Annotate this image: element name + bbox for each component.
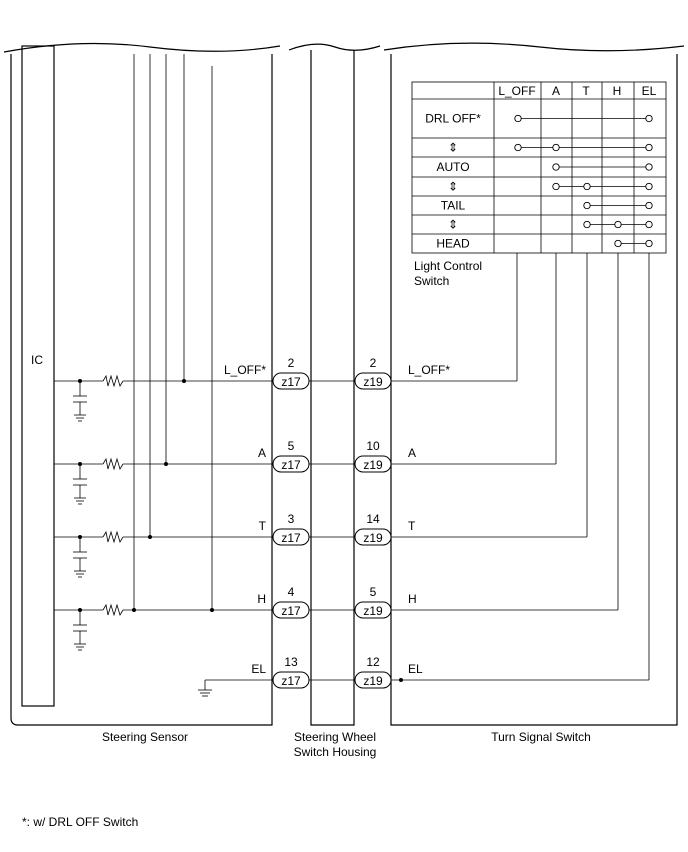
pin-number: 5 xyxy=(370,585,377,599)
signal-label-sensor: T xyxy=(259,519,267,533)
signal-label-switch: H xyxy=(408,592,417,606)
connector-label: z17 xyxy=(281,531,301,545)
light-control-switch-table: L_OFF A T H EL DRL OFF* ⇕ AUTO ⇕ TAIL ⇕ HEAD xyxy=(411,81,667,254)
resistor xyxy=(102,530,124,544)
signal-label-switch: T xyxy=(408,519,416,533)
connector-label: z17 xyxy=(281,375,301,389)
signal-label-switch: A xyxy=(408,446,416,460)
junction-dot xyxy=(148,535,152,539)
housing-label-line1: Steering Wheel xyxy=(294,730,376,744)
switch-contact xyxy=(645,201,653,210)
steering-sensor-label: Steering Sensor xyxy=(102,730,188,744)
table-column-header: L_OFF xyxy=(498,84,535,98)
connector-label: z19 xyxy=(363,674,383,688)
junction-dot xyxy=(399,678,403,682)
resistor xyxy=(102,457,124,471)
switch-contact xyxy=(645,239,653,248)
switch-contact xyxy=(583,220,591,229)
pin-number: 2 xyxy=(370,356,377,370)
bus-lines xyxy=(133,54,213,610)
turn-signal-switch-label: Turn Signal Switch xyxy=(491,730,591,744)
switch-contact xyxy=(614,239,622,248)
pin-number: 14 xyxy=(366,512,380,526)
light-control-label-line1: Light Control xyxy=(414,259,482,273)
switch-contact xyxy=(645,220,653,229)
signal-label-sensor: H xyxy=(257,592,266,606)
table-column-header: EL xyxy=(642,84,657,98)
connector-label: z17 xyxy=(281,604,301,618)
table-row-label: TAIL xyxy=(441,199,466,213)
switch-contact xyxy=(645,143,653,152)
switch-contact xyxy=(514,143,522,152)
switch-contact xyxy=(552,163,560,171)
switch-contact xyxy=(645,182,653,191)
housing-label-line2: Switch Housing xyxy=(294,745,377,759)
table-column-header: T xyxy=(582,84,590,98)
switch-contact xyxy=(614,220,622,229)
signal-label-sensor: EL xyxy=(251,662,266,676)
switch-contact xyxy=(583,201,591,210)
pin-number: 13 xyxy=(284,655,298,669)
table-row-label: DRL OFF* xyxy=(425,112,481,126)
pin-number: 4 xyxy=(288,585,295,599)
connector-label: z17 xyxy=(281,458,301,472)
signal-label-switch: EL xyxy=(408,662,423,676)
signal-label-switch: L_OFF* xyxy=(408,363,450,377)
table-row-label: AUTO xyxy=(436,160,469,174)
switch-contact xyxy=(552,182,560,191)
junction-dot xyxy=(164,462,168,466)
connector-label: z19 xyxy=(363,531,383,545)
ic-block xyxy=(21,45,55,707)
pin-number: 2 xyxy=(288,356,295,370)
signal-label-sensor: L_OFF* xyxy=(224,363,266,377)
connector-label: z19 xyxy=(363,458,383,472)
switch-contact xyxy=(583,182,591,191)
table-row-label: ⇕ xyxy=(448,180,458,194)
ic-label: IC xyxy=(31,353,43,367)
connector-label: z19 xyxy=(363,604,383,618)
switch-contact xyxy=(645,114,653,123)
pin-number: 12 xyxy=(366,655,380,669)
switch-contact xyxy=(552,143,560,152)
light-control-label-line2: Switch xyxy=(414,274,449,288)
resistor xyxy=(102,374,124,388)
connector-label: z19 xyxy=(363,375,383,389)
table-column-header: A xyxy=(552,84,560,98)
junction-dot xyxy=(182,379,186,383)
signal-label-sensor: A xyxy=(258,446,266,460)
connector-label: z17 xyxy=(281,674,301,688)
junction-dot xyxy=(132,608,136,612)
table-row-label: HEAD xyxy=(436,237,470,251)
table-row-label: ⇕ xyxy=(448,141,458,155)
junction-dot xyxy=(210,608,214,612)
switch-housing-box xyxy=(288,43,381,726)
switch-contact xyxy=(514,114,522,123)
pin-number: 10 xyxy=(366,439,380,453)
switch-contact xyxy=(645,163,653,171)
steering-sensor-box xyxy=(3,42,281,726)
table-column-header: H xyxy=(613,84,622,98)
table-border xyxy=(411,81,667,254)
resistor xyxy=(102,603,124,617)
pin-number: 5 xyxy=(288,439,295,453)
footnote: *: w/ DRL OFF Switch xyxy=(22,815,138,829)
pin-number: 3 xyxy=(288,512,295,526)
table-row-label: ⇕ xyxy=(448,218,458,232)
turn-signal-switch-box xyxy=(383,42,685,726)
